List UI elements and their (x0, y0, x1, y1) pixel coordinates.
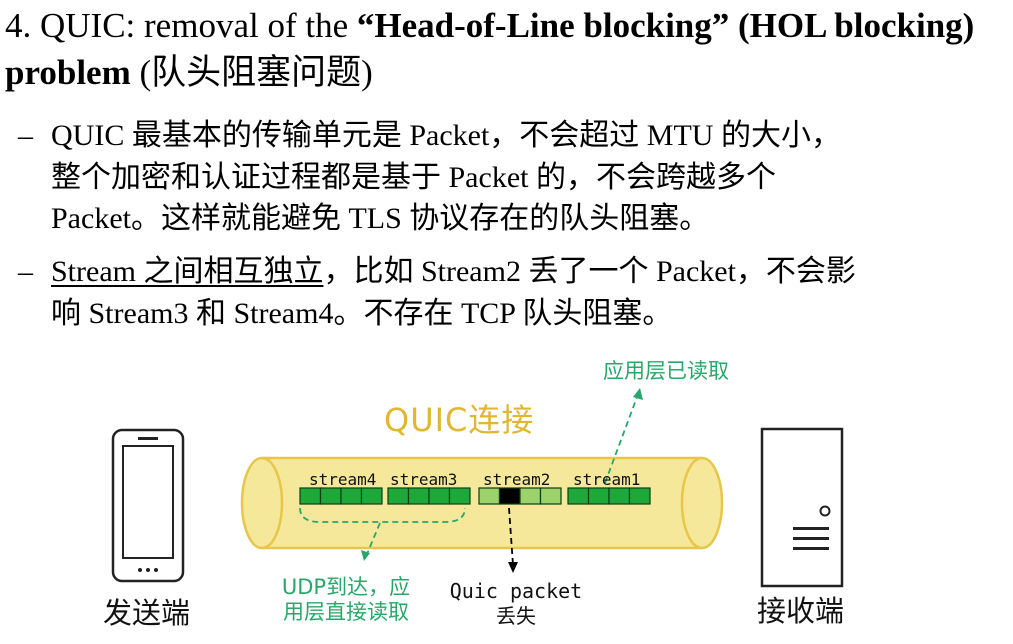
stream4-packet-2 (319, 487, 342, 505)
app-read-label: 应用层已读取 (603, 359, 729, 383)
slide-title: 4. QUIC: removal of the “Head-of-Line bl… (5, 2, 1005, 96)
bullet-2-line-1: Stream 之间相互独立，比如 Stream2 丢了一个 Packet，不会影 (51, 251, 1006, 293)
bullet-1-line-1: QUIC 最基本的传输单元是 Packet，不会超过 MTU 的大小， (51, 119, 841, 152)
underlined-phrase: Stream 之间相互独立 (51, 255, 324, 288)
stream2-label: stream2 (483, 470, 551, 489)
server-icon (760, 427, 844, 588)
packet-lost-label: Quic packet 丢失 (446, 579, 586, 629)
packet-blocks (299, 487, 651, 505)
receiver-label: 接收端 (757, 594, 845, 628)
lost-label-line-1: Quic packet (449, 579, 583, 603)
bullet-1-line-3: Packet。这样就能避免 TLS 协议存在的队头阻塞。 (51, 202, 710, 235)
stream2-packet-1 (478, 487, 501, 505)
stream3-packet-3 (428, 487, 451, 505)
sender-label: 发送端 (103, 596, 191, 630)
stream3-packet-4 (448, 487, 471, 505)
lost-label-line-2: 丢失 (496, 604, 536, 628)
stream3-packet-2 (407, 487, 430, 505)
udp-label-line-1: UDP到达，应 (281, 575, 411, 599)
stream1-packet-3 (608, 487, 631, 505)
lost-arrow-head (508, 562, 518, 573)
bullet-1-line-2: 整个加密和认证过程都是基于 Packet 的，不会跨越多个 (51, 160, 776, 194)
udp-label-line-2: 用层直接读取 (283, 600, 409, 624)
quic-connection-label: QUIC连接 (384, 401, 535, 439)
stream4-label: stream4 (309, 470, 377, 489)
stream1-packet-2 (587, 487, 610, 505)
diagram-graphics (111, 388, 844, 588)
stream3-packet-1 (387, 487, 410, 505)
stream4-packet-4 (360, 487, 383, 505)
stream3-label: stream3 (390, 470, 458, 489)
stream1-packet-1 (567, 487, 590, 505)
stream4-packet-3 (340, 487, 363, 505)
udp-arrow-head (361, 550, 370, 561)
stream1-packet-4 (628, 487, 651, 505)
bullet-dash: – (18, 119, 33, 152)
bullet-2-line-1-rest: ，比如 Stream2 丢了一个 Packet，不会影 (323, 255, 856, 288)
title-suffix: (队头阻塞问题) (130, 53, 373, 92)
stream2-packet-2 (498, 487, 521, 505)
app-read-arrow-head (633, 388, 643, 400)
quic-diagram: QUIC连接 应用层已读取 stream4 stream3 stream2 st… (0, 340, 1013, 639)
app-read-arrow (604, 396, 638, 484)
udp-arrival-label: UDP到达，应 用层直接读取 (276, 575, 416, 625)
stream1-label: stream1 (573, 470, 641, 489)
bullet-2-line-2: 响 Stream3 和 Stream4。不存在 TCP 队头阻塞。 (51, 296, 673, 330)
bullet-dash: – (18, 255, 33, 288)
title-prefix: 4. QUIC: removal of the (5, 6, 357, 45)
stream2-packet-3 (519, 487, 542, 505)
phone-icon (111, 428, 185, 583)
stream4-packet-1 (299, 487, 322, 505)
title-bold: “Head-of-Line blocking” (HOL blocking) p… (5, 6, 975, 92)
stream2-packet-4 (539, 487, 562, 505)
udp-arrow (366, 522, 381, 555)
received-bracket (299, 507, 466, 523)
